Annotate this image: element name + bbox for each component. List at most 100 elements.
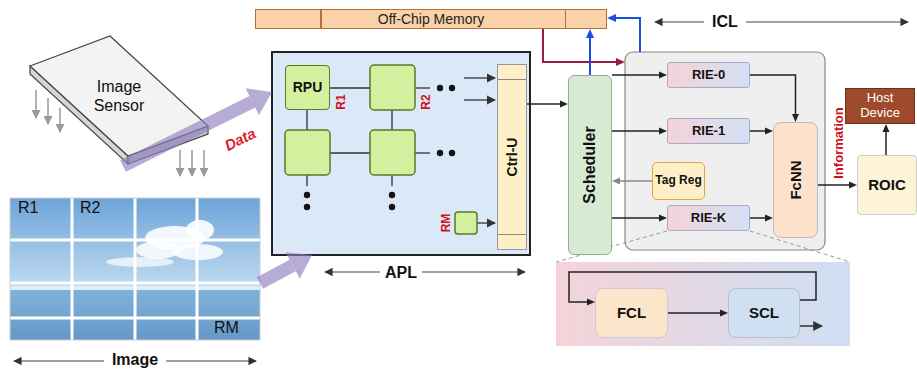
rpu-box (370, 65, 415, 110)
arrow-head (883, 124, 890, 132)
dot (304, 204, 310, 210)
arrow-head (286, 252, 312, 278)
box-label: RIE-1 (692, 123, 725, 139)
connector (543, 29, 616, 62)
cloud (136, 241, 180, 259)
box-label: Off-Chip Memory (378, 11, 484, 28)
light-arrow (203, 150, 205, 176)
dot (389, 192, 395, 198)
dot (437, 150, 443, 156)
rpu-link (306, 110, 307, 130)
rpu-output (477, 222, 495, 223)
rie-box: RIE-K (667, 205, 750, 231)
grid-line (10, 282, 260, 285)
connector (668, 312, 720, 314)
region-grid (10, 198, 260, 340)
rpu-link (391, 175, 392, 186)
box-label: RPU (293, 79, 323, 96)
region-label: R2 (80, 200, 100, 216)
connector (616, 18, 640, 52)
box-label: Scheduler (580, 126, 599, 203)
host-device: Host Device (845, 88, 915, 124)
rpu-link (391, 110, 392, 130)
box-label: ROIC (868, 176, 906, 194)
connector-group (607, 14, 640, 52)
roic-box: ROIC (857, 155, 917, 215)
rpu-link (415, 87, 430, 88)
arrow-head (720, 310, 728, 317)
image-sensor: Image Sensor (28, 34, 210, 166)
rpu-output (464, 77, 495, 78)
rpu-output (464, 99, 495, 100)
scheduler-box: Scheduler (568, 75, 612, 255)
rpu-link (306, 175, 307, 186)
connector-group (818, 182, 857, 189)
arrow-head (792, 114, 799, 122)
box-label: Image (112, 350, 158, 369)
dot (304, 192, 310, 198)
scl-output (800, 325, 822, 326)
connector-group (612, 215, 667, 222)
connector-group (612, 128, 667, 135)
tag-register: Tag Reg (652, 162, 705, 200)
region-label: R1 (335, 94, 347, 109)
connector-group (750, 215, 773, 222)
region-label: RM (214, 320, 239, 336)
region-label: RM (440, 214, 452, 233)
light-arrow (191, 150, 193, 176)
edge-label: Data (222, 125, 258, 153)
dimension-line (422, 271, 525, 272)
connector-group (668, 310, 728, 317)
connector-group (123, 88, 272, 166)
dot (449, 85, 455, 91)
box-label: Image Sensor (79, 77, 159, 115)
box-label: FCL (617, 304, 646, 322)
connector-group (543, 29, 625, 66)
box-label: Ctrl-U (504, 138, 521, 177)
arrow-head (612, 178, 620, 185)
box-label: APL (385, 263, 417, 282)
arrow-head (765, 128, 773, 135)
arrow-head (586, 29, 594, 38)
dimension-line (14, 360, 104, 361)
arrow-head (560, 101, 568, 108)
icl-panel-ground (625, 52, 825, 250)
dimension-arrow (14, 22, 908, 361)
rpu-box (285, 130, 330, 175)
grid-line (10, 239, 260, 242)
connector (620, 180, 652, 182)
box-label: Tag Reg (655, 174, 701, 187)
apl-panel-ground (272, 52, 530, 255)
arrow-head (587, 299, 595, 306)
scl-box: SCL (728, 288, 800, 338)
dot (449, 150, 455, 156)
connector-group (260, 252, 312, 283)
fcl-box: FCL (595, 288, 668, 338)
connector-group (586, 29, 594, 75)
rpu-link (415, 152, 430, 153)
light-arrow (35, 90, 37, 118)
memory-bar: Off-Chip Memory (255, 9, 607, 29)
connector (589, 38, 591, 75)
zoom-panel (556, 262, 850, 346)
cloud (106, 257, 174, 267)
apl-panel: APLRPUCtrl-U (272, 52, 530, 255)
arrow-head (607, 14, 616, 22)
dot (389, 204, 395, 210)
connector (527, 103, 560, 105)
icl-panel: ICLRIE-0RIE-1Tag RegRIE-KFcNN (625, 52, 825, 250)
dimension-line (325, 271, 380, 272)
connector-group (612, 178, 652, 185)
ctrl-unit: Ctrl-U (497, 64, 527, 250)
cloud (186, 220, 214, 240)
connector (818, 184, 849, 186)
arrow-head (246, 88, 272, 115)
region-label: R1 (18, 200, 38, 216)
connector (885, 132, 887, 155)
connector-group (750, 75, 799, 122)
connector (612, 74, 659, 76)
connector (612, 217, 659, 219)
box-label: RIE-0 (692, 67, 725, 83)
